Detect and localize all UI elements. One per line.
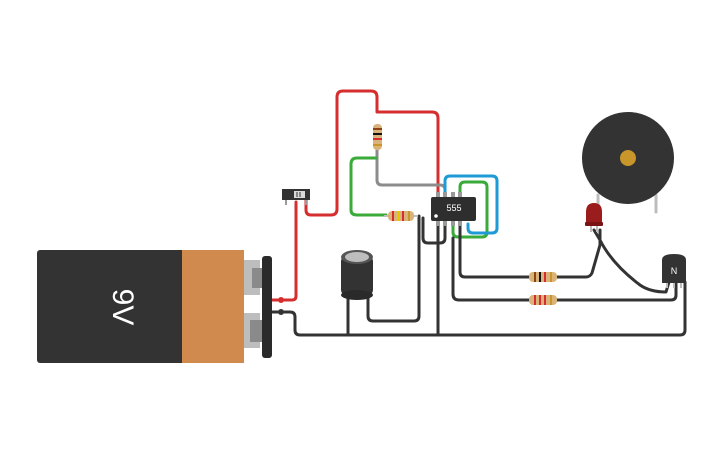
resistor-band [550,272,552,282]
battery-connector-clip [262,256,272,358]
switch-pin [305,200,307,205]
resistor-band [373,144,382,146]
capacitor-bottom [341,290,373,300]
ic-pin [436,192,440,198]
led-red[interactable] [585,203,603,232]
ic-pin [443,220,447,226]
led-body [586,203,602,224]
capacitor[interactable] [341,250,373,300]
timer-ic-555[interactable]: 555 [431,192,476,226]
ic-pin [451,192,455,198]
resistor-band [544,272,546,282]
ic-label: 555 [446,203,461,213]
battery-terminal-bottom-cap [250,320,264,342]
ic-pin1-dot [434,214,438,218]
transistor-lead [673,280,675,288]
resistor-upper-right-body [529,272,557,282]
resistor-middle[interactable] [384,211,418,221]
resistor-band [534,295,536,305]
wires [270,89,687,337]
red-wire-switch-to-ic[interactable] [304,89,440,217]
battery-positive-lead[interactable] [278,297,284,303]
resistor-band [550,295,552,305]
green-wire-left-loop[interactable] [349,156,388,217]
ic-body [431,197,476,221]
green-wire-right-loop[interactable] [451,180,489,239]
black-wire-ic-to-resistor-bottom[interactable] [451,236,532,302]
red-wire-battery-to-switch[interactable] [270,200,298,302]
resistor-band [408,211,410,221]
transistor-npn[interactable]: N [662,254,686,288]
battery-label: 9V [106,289,139,326]
resistor-band [373,133,382,135]
battery-band [182,250,244,363]
resistor-band [397,211,399,221]
battery-terminal-top-cap [252,268,264,288]
slide-switch[interactable] [282,189,310,205]
piezo-buzzer[interactable] [582,112,674,204]
transistor-lead [680,280,682,288]
resistor-band [373,128,382,130]
switch-pin [285,200,287,205]
resistor-band [392,211,394,221]
black-wire-led-to-transistor[interactable] [592,228,671,294]
resistor-band [534,272,536,282]
blue-wire-loop[interactable] [443,174,499,235]
battery-negative-lead[interactable] [278,309,284,315]
resistor-band [373,138,382,140]
led-lead [596,222,598,232]
ic-pin [458,192,462,198]
ic-pin [451,220,455,226]
resistor-lower-right-body [529,295,557,305]
buzzer-center [620,150,636,166]
resistor-band [402,211,404,221]
transistor-label: N [671,266,678,276]
battery-9v[interactable]: 9V [37,250,272,363]
black-wire-capacitor-right[interactable] [366,214,421,323]
gray-wire-resistor-to-ic[interactable] [375,148,447,198]
ic-pin [443,192,447,198]
resistor-band [539,295,541,305]
ic-pin [458,220,462,226]
black-wire-ic-loop[interactable] [421,216,447,245]
capacitor-body [341,256,373,295]
led-rim [585,222,603,226]
resistor-top[interactable] [373,124,382,150]
transistor-lead [666,280,668,288]
black-wire-resistor-to-transistor[interactable] [554,280,678,302]
battery-body [37,250,187,363]
black-wire-ground-bus[interactable] [270,280,687,337]
resistor-top-body [373,124,382,150]
resistor-middle-body [388,211,414,221]
ic-pin [436,220,440,226]
black-wire-resistor-to-led[interactable] [554,228,602,279]
resistor-upper-right[interactable] [529,272,557,282]
capacitor-top-highlight [345,252,369,262]
led-lead [590,222,592,232]
black-wire-ic-to-resistor-top[interactable] [458,222,532,279]
transistor-body [662,254,686,283]
resistor-band [544,295,546,305]
resistor-band [539,272,541,282]
resistor-lower-right[interactable] [529,295,557,305]
